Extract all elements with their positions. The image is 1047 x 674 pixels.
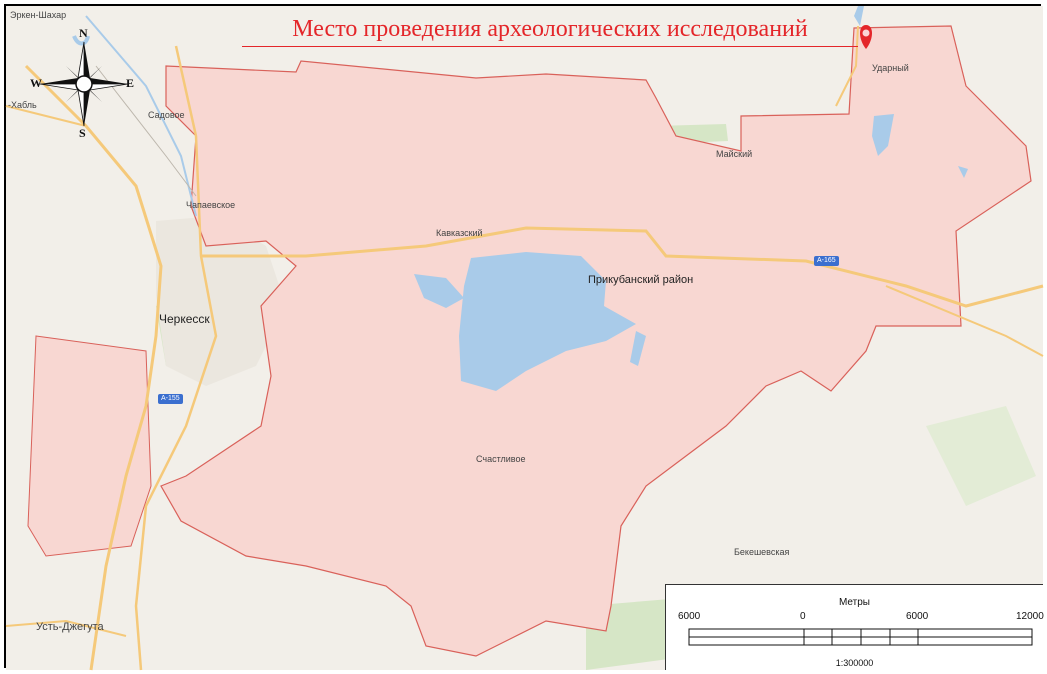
map-frame[interactable]: N S W E Место проведения археологических… <box>4 4 1044 671</box>
place-sadovoe: Садовое <box>148 110 185 120</box>
map-pin-icon <box>860 25 872 49</box>
scale-tick-6000: 6000 <box>906 611 929 622</box>
scale-bar: Метры 6000 0 6000 12000 1:300000 <box>665 584 1044 670</box>
district-west <box>27 335 152 557</box>
scale-tick-0: 0 <box>800 611 806 622</box>
road-a165 <box>201 226 1044 308</box>
place-chapaevskoe: Чапаевское <box>186 200 236 210</box>
road-shield-a165: А-165 <box>814 256 839 266</box>
place-khabl: -Хабль <box>8 100 37 110</box>
place-erken-shakhar: Эркен-Шахар <box>10 10 67 20</box>
compass-w-label: W <box>30 76 42 90</box>
road-a155 <box>24 64 163 671</box>
place-udarny: Ударный <box>872 63 909 73</box>
scale-tick-6000-left: 6000 <box>678 611 701 622</box>
scale-bar-graphic <box>688 628 1033 646</box>
scale-tick-12000: 12000 <box>1016 611 1044 622</box>
place-maysky: Майский <box>716 149 753 159</box>
reservoir <box>459 252 636 391</box>
scale-ratio: 1:300000 <box>835 658 874 668</box>
place-schastlivoe: Счастливое <box>476 454 526 464</box>
place-bekeshevskaya: Бекешевская <box>734 547 790 557</box>
lake-west <box>414 274 464 308</box>
map-canvas[interactable] <box>5 6 1044 671</box>
place-kavkazsky: Кавказский <box>436 228 483 238</box>
place-cherkessk: Черкесск <box>159 312 210 326</box>
compass-e-label: E <box>126 76 135 90</box>
place-ust-dzheguta: Усть-Джегута <box>36 621 104 633</box>
place-district: Прикубанский район <box>588 274 694 286</box>
map-title: Место проведения археологических исследо… <box>242 16 858 47</box>
compass-s-label: S <box>79 126 86 140</box>
road-shield-a155: А-155 <box>158 394 183 404</box>
scale-title: Метры <box>838 597 870 608</box>
compass-n-label: N <box>79 26 88 40</box>
compass-rose-icon <box>39 41 129 127</box>
